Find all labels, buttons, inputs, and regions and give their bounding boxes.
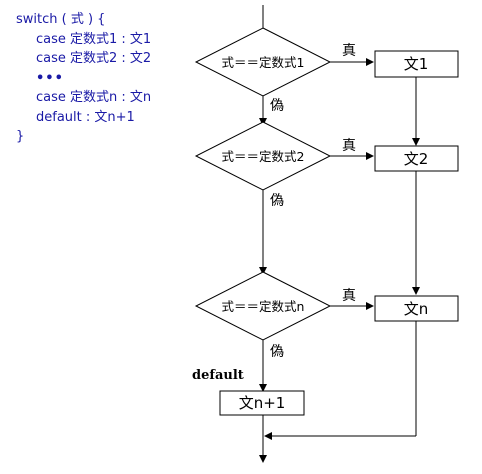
flow-connectors [259,5,420,463]
false-label-1: 偽 [270,98,284,114]
code-line-switch: switch ( 式 ) { [16,12,106,27]
statement-2-label: 文2 [404,150,429,168]
statement-n-box: 文n [374,295,459,322]
decision-1: 式＝＝定数式1 [194,27,332,97]
code-line-default: default : 文n+1 [36,109,135,125]
default-label: default [192,368,244,383]
true-label-1: 真 [342,43,356,59]
decision-n: 式＝＝定数式n [194,271,332,341]
statement-n-label: 文n [404,300,429,318]
switch-code-block: switch ( 式 ) { case 定数式1 : 文1 case 定数式2 … [16,10,151,147]
false-label-n: 偽 [270,344,284,360]
code-line-close-brace: } [16,129,25,144]
decision-2: 式＝＝定数式2 [194,121,332,191]
code-line-ellipsis: ••• [36,70,64,86]
code-line-case-n: case 定数式n : 文n [36,90,152,105]
decision-2-label: 式＝＝定数式2 [222,149,305,164]
decision-n-label: 式＝＝定数式n [222,299,305,314]
statement-1-box: 文1 [374,50,459,78]
true-label-2: 真 [342,138,356,154]
true-label-n: 真 [342,288,356,304]
statement-2-box: 文2 [374,145,459,172]
false-label-2: 偽 [270,193,284,209]
decision-1-label: 式＝＝定数式1 [222,55,305,70]
code-line-case-1: case 定数式1 : 文1 [36,31,152,47]
default-statement-label: 文n+1 [239,394,286,412]
default-statement-box: 文n+1 [219,390,305,416]
code-line-case-2: case 定数式2 : 文2 [36,51,152,66]
statement-1-label: 文1 [404,55,429,73]
